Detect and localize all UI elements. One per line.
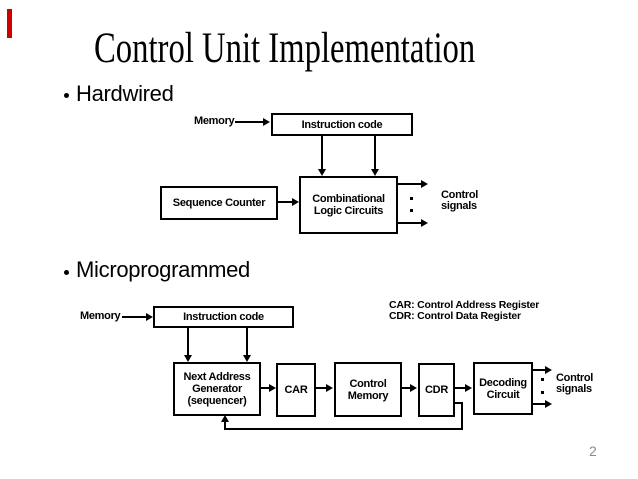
hw-right-arrowhead-icon (292, 198, 299, 206)
hw-sequence-counter-box: Sequence Counter (160, 186, 278, 220)
mp-cdr-box: CDR (418, 363, 455, 417)
mp-control-signals-label: Control signals (556, 372, 594, 395)
mp-car-box: CAR (276, 363, 316, 417)
hw-combinational-logic-box: Combinational Logic Circuits (299, 176, 398, 234)
mp-next-address-generator-box: Next Address Generator (sequencer) (173, 362, 261, 416)
mp-control-memory-box: Control Memory (334, 362, 402, 417)
hw-instruction-code-box: Instruction code (271, 113, 413, 136)
mp-down-arrowhead-icon (243, 355, 251, 362)
hw-output-line-bottom (398, 222, 422, 224)
ellipsis-dot-icon (410, 209, 413, 212)
mp-right-arrowhead-icon (465, 384, 472, 392)
mp-right-arrowhead-icon (545, 366, 552, 374)
hw-right-arrowhead-icon (421, 180, 428, 188)
mp-cdr-to-dc-line (455, 387, 466, 389)
mp-right-arrowhead-icon (269, 384, 276, 392)
ellipsis-dot-icon (410, 197, 413, 200)
bullet-icon (64, 93, 69, 98)
hw-instr-to-comb-line-2 (374, 136, 376, 169)
mp-feedback-stub-line (455, 402, 463, 404)
mp-feedback-down-line (461, 402, 463, 430)
hw-down-arrowhead-icon (318, 169, 326, 176)
mp-memory-arrowhead-icon (146, 313, 153, 321)
hw-memory-arrowhead-icon (263, 118, 270, 126)
bullet-microprogrammed: Microprogrammed (76, 257, 250, 282)
hw-output-line-top (398, 183, 422, 185)
hw-right-arrowhead-icon (421, 219, 428, 227)
hw-seq-to-comb-line (278, 201, 293, 203)
mp-feedback-up-line (224, 421, 226, 430)
legend: CAR: Control Address Register CDR: Contr… (389, 299, 540, 322)
bullet-icon (64, 270, 69, 275)
mp-right-arrowhead-icon (545, 400, 552, 408)
hw-instr-to-comb-line-1 (321, 136, 323, 169)
mp-nag-to-car-line (261, 387, 270, 389)
bullet-hardwired: Hardwired (76, 81, 174, 106)
accent-bar (7, 9, 12, 38)
mp-up-arrowhead-icon (221, 415, 229, 422)
mp-right-arrowhead-icon (326, 384, 333, 392)
hw-control-signals-label: Control signals (441, 189, 479, 212)
hw-memory-label: Memory (194, 115, 235, 127)
mp-down-arrowhead-icon (184, 355, 192, 362)
mp-memory-arrow-line (122, 316, 147, 318)
mp-feedback-bottom-line (224, 428, 463, 430)
mp-output-line-bottom (533, 403, 546, 405)
mp-car-to-cm-line (316, 387, 327, 389)
page-title: Control Unit Implementation (94, 25, 476, 72)
mp-right-arrowhead-icon (410, 384, 417, 392)
mp-cm-to-cdr-line (402, 387, 411, 389)
mp-memory-label: Memory (80, 310, 121, 322)
ellipsis-dot-icon (541, 378, 544, 381)
mp-instr-to-nag-line-1 (187, 328, 189, 355)
mp-instr-to-nag-line-2 (246, 328, 248, 355)
hw-memory-arrow-line (235, 121, 263, 123)
ellipsis-dot-icon (541, 391, 544, 394)
hw-down-arrowhead-icon (371, 169, 379, 176)
mp-instruction-code-box: Instruction code (153, 306, 294, 328)
mp-output-line-top (533, 369, 546, 371)
mp-decoding-circuit-box: Decoding Circuit (473, 362, 533, 415)
page-number: 2 (589, 443, 597, 459)
